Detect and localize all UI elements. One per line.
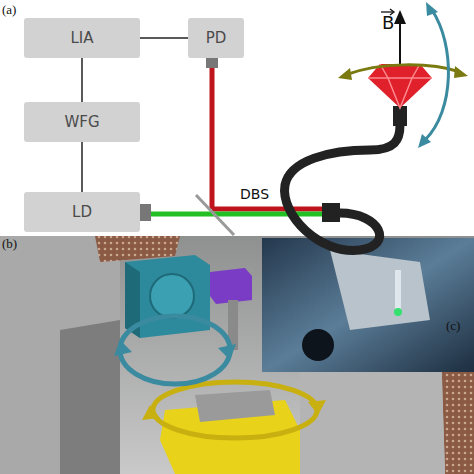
render-background xyxy=(0,236,474,474)
motor-gear xyxy=(150,274,194,318)
diamond-facet xyxy=(380,64,420,108)
hole-photo xyxy=(302,329,334,361)
box-label: PD xyxy=(206,29,227,47)
arrow-head xyxy=(454,66,468,78)
arrow-head xyxy=(418,134,431,148)
field-arrow xyxy=(399,22,401,64)
red-beam xyxy=(210,68,215,209)
inner-wall xyxy=(0,236,120,474)
panel-label: (b) xyxy=(2,236,17,252)
panel-label: (c) xyxy=(446,318,460,334)
arrow-head xyxy=(394,10,406,24)
green-glow xyxy=(394,308,402,316)
arrow-head xyxy=(142,405,160,420)
signal-line xyxy=(81,142,83,192)
diamond-facet xyxy=(368,77,432,79)
teal-rotation-arrow xyxy=(425,10,448,140)
yellow-rotation-arrow xyxy=(153,382,317,438)
olive-rotation-arrow xyxy=(345,65,460,75)
holder-photo xyxy=(330,250,430,330)
instrument-box: WFG xyxy=(24,102,140,142)
detector-window xyxy=(206,58,218,68)
signal-line xyxy=(140,37,188,39)
instrument-box: LD xyxy=(24,192,140,232)
diamond-sensor xyxy=(368,64,432,108)
inset-photo xyxy=(262,238,474,372)
arrow-head xyxy=(338,68,352,80)
fiber-connector xyxy=(322,203,340,222)
arrow-head xyxy=(114,340,132,356)
panel-label: DBS xyxy=(240,186,269,202)
optical-fiber xyxy=(285,125,400,250)
box-label: LIA xyxy=(70,29,93,47)
fiber-photo xyxy=(395,270,401,310)
box-label: WFG xyxy=(64,113,99,131)
support-rail xyxy=(60,320,120,474)
box-label: LD xyxy=(72,203,92,221)
signal-line xyxy=(81,58,83,102)
instrument-box: LIA xyxy=(24,18,140,58)
panel-label: B xyxy=(382,12,394,33)
teal-rotation-arrow xyxy=(120,316,230,384)
arrow-head xyxy=(218,344,236,360)
red-beam xyxy=(212,207,324,212)
arrow-head xyxy=(426,2,438,16)
mount-block xyxy=(210,268,252,304)
laser-aperture xyxy=(140,204,151,221)
stage-top xyxy=(195,390,275,422)
panel-label: (a) xyxy=(2,2,16,18)
instrument-box: PD xyxy=(188,18,244,58)
dichroic-beam-splitter xyxy=(196,195,234,235)
arrow-head xyxy=(308,400,326,415)
